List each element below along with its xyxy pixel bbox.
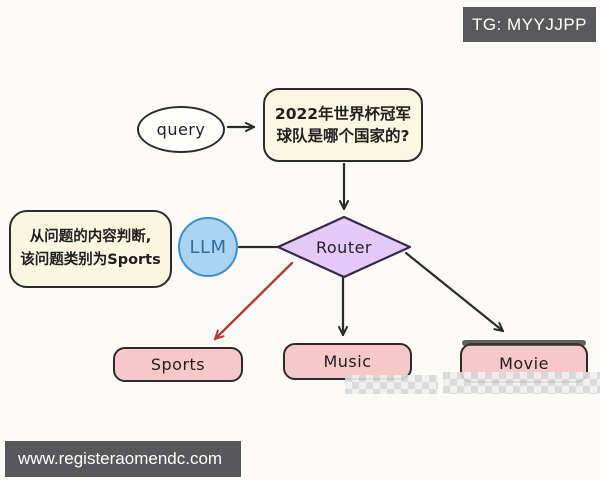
- arrow-router-to-movie: [404, 251, 505, 333]
- query-node: query: [137, 106, 225, 153]
- music-label: Music: [323, 352, 372, 371]
- note-line-2: 该问题类别为Sports: [20, 252, 161, 268]
- movie-label: Movie: [499, 353, 549, 373]
- router-label: Router: [315, 237, 373, 257]
- query-label: query: [156, 120, 206, 139]
- sports-label: Sports: [150, 355, 206, 374]
- blur-patch-movie: [443, 372, 600, 394]
- router-diamond: [276, 215, 412, 279]
- question-line-2: 球队是哪个国家的?: [276, 127, 410, 145]
- llm-label: LLM: [189, 236, 227, 258]
- question-line-1: 2022年世界杯冠军: [274, 104, 412, 123]
- blur-patch-music: [345, 375, 438, 394]
- category-sports-node: Sports: [113, 347, 243, 382]
- note-node: 从问题的内容判断, 该问题类别为Sports: [9, 210, 172, 288]
- arrow-router-to-sports-red: [213, 261, 294, 341]
- question-node: 2022年世界杯冠军 球队是哪个国家的?: [263, 88, 423, 162]
- llm-node: LLM: [178, 217, 238, 277]
- site-watermark-bar: www.registeraomendc.com: [5, 441, 241, 477]
- movie-top-smudge: [462, 340, 586, 346]
- note-line-1: 从问题的内容判断,: [29, 228, 152, 245]
- tg-watermark-badge: TG: MYYJJPP: [463, 7, 596, 42]
